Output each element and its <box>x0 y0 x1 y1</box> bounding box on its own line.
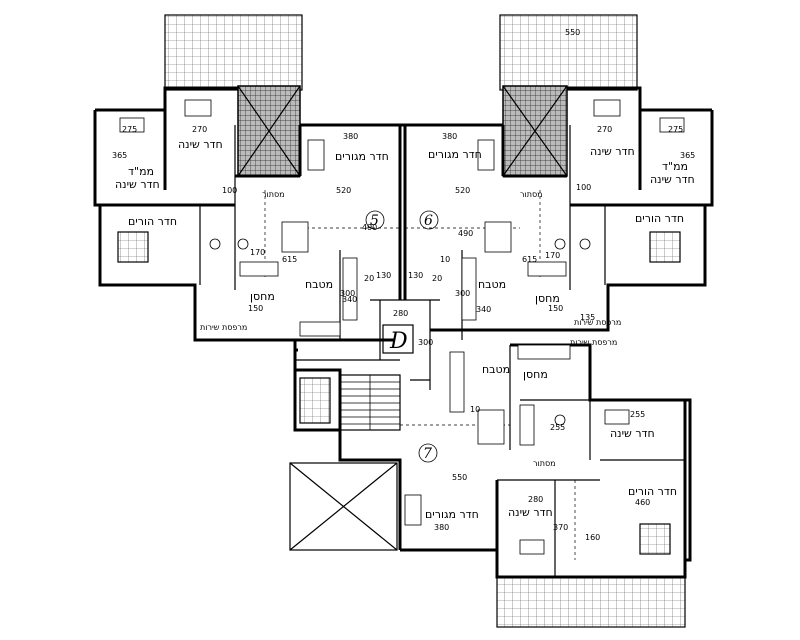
niche-label-6: מסתור <box>520 190 543 199</box>
bedroom-label-6b: חדר שינה <box>650 173 695 186</box>
svg-text:160: 160 <box>585 533 600 542</box>
svg-text:10: 10 <box>440 255 450 264</box>
bedroom-label-5a: חדר שינה <box>178 138 223 151</box>
service-label-6: מרפסת שירות <box>574 318 621 327</box>
svg-text:280: 280 <box>528 495 543 504</box>
dimension-labels: 380 380 380 520 520 490 490 275 275 270 … <box>112 28 695 542</box>
svg-text:340: 340 <box>342 295 357 304</box>
svg-text:100: 100 <box>576 183 591 192</box>
svg-text:490: 490 <box>458 229 473 238</box>
svg-text:460: 460 <box>635 498 650 507</box>
dining-tables <box>281 221 512 445</box>
svg-text:615: 615 <box>282 255 297 264</box>
parents-room-label-6: חדר הורים <box>635 212 684 225</box>
balcony-top-left <box>164 14 303 91</box>
mamad-label-5: ממ"ד <box>128 165 154 178</box>
service-label-7: מרפסת שירות <box>570 338 617 347</box>
svg-text:340: 340 <box>476 305 491 314</box>
light-well-right <box>502 85 568 177</box>
svg-text:20: 20 <box>432 274 442 283</box>
svg-text:130: 130 <box>408 271 423 280</box>
bedroom-label-7a: חדר שינה <box>610 427 655 440</box>
kitchen-counters <box>299 257 571 413</box>
svg-text:490: 490 <box>362 223 377 232</box>
storage-label-7: מחסן <box>523 368 548 381</box>
svg-text:520: 520 <box>455 186 470 195</box>
living-room-label-5: חדר מגורים <box>335 150 389 163</box>
svg-text:275: 275 <box>122 125 137 134</box>
bedroom-label-5b: חדר שינה <box>115 178 160 191</box>
svg-text:7: 7 <box>423 446 432 462</box>
interior-walls <box>95 88 705 577</box>
bath-fixtures <box>209 238 591 446</box>
svg-text:6: 6 <box>424 213 433 229</box>
svg-text:300: 300 <box>455 289 470 298</box>
svg-text:D: D <box>389 329 408 354</box>
svg-text:520: 520 <box>336 186 351 195</box>
apartment-marker-5: 5 <box>365 210 385 230</box>
svg-text:5: 5 <box>370 213 379 229</box>
service-label-5: מרפסת שירות <box>200 323 247 332</box>
staircase <box>339 374 401 431</box>
niche-label-5: מסתור <box>262 190 285 199</box>
svg-text:170: 170 <box>250 248 265 257</box>
living-room-label-7: חדר מגורים <box>425 508 479 521</box>
svg-text:550: 550 <box>452 473 467 482</box>
svg-text:550: 550 <box>565 28 580 37</box>
svg-text:150: 150 <box>548 304 563 313</box>
svg-text:275: 275 <box>668 125 683 134</box>
niche-label-7: מסתור <box>533 459 556 468</box>
balcony-top-right <box>499 14 638 91</box>
svg-text:380: 380 <box>442 132 457 141</box>
parents-room-label-5: חדר הורים <box>128 215 177 228</box>
storage-label-6: מחסן <box>535 292 560 305</box>
light-well-bottom <box>289 462 398 551</box>
svg-text:255: 255 <box>550 423 565 432</box>
svg-text:255: 255 <box>630 410 645 419</box>
svg-text:130: 130 <box>376 271 391 280</box>
svg-text:300: 300 <box>340 289 355 298</box>
beds <box>117 99 685 555</box>
svg-text:135: 135 <box>580 313 595 322</box>
mamad-label-6: ממ"ד <box>662 160 688 173</box>
svg-text:100: 100 <box>222 186 237 195</box>
storage-label-5: מחסן <box>250 290 275 303</box>
svg-text:365: 365 <box>680 151 695 160</box>
svg-text:170: 170 <box>545 251 560 260</box>
bedroom-label-7b: חדר שינה <box>508 506 553 519</box>
kitchen-label-6: מטבח <box>478 278 506 291</box>
svg-text:380: 380 <box>434 523 449 532</box>
bedroom-label-6a: חדר שינה <box>590 145 635 158</box>
svg-text:380: 380 <box>343 132 358 141</box>
kitchen-label-7: מטבח <box>482 363 510 376</box>
svg-text:10: 10 <box>470 405 480 414</box>
apartment-marker-6: 6 <box>419 210 439 230</box>
sofas <box>307 139 495 526</box>
svg-text:300: 300 <box>418 338 433 347</box>
svg-text:270: 270 <box>597 125 612 134</box>
svg-text:370: 370 <box>553 523 568 532</box>
apartment-marker-7: 7 <box>418 443 438 463</box>
balcony-bottom-right <box>496 576 686 628</box>
core-marker: D <box>382 324 414 354</box>
elevator-shaft <box>299 377 331 424</box>
svg-text:615: 615 <box>522 255 537 264</box>
svg-text:280: 280 <box>393 309 408 318</box>
kitchen-label-5: מטבח <box>305 278 333 291</box>
living-room-label-6: חדר מגורים <box>428 148 482 161</box>
parents-room-label-7: חדר הורים <box>628 485 677 498</box>
svg-text:150: 150 <box>248 304 263 313</box>
svg-text:365: 365 <box>112 151 127 160</box>
svg-text:20: 20 <box>364 274 374 283</box>
svg-text:270: 270 <box>192 125 207 134</box>
light-well-left <box>237 85 301 177</box>
